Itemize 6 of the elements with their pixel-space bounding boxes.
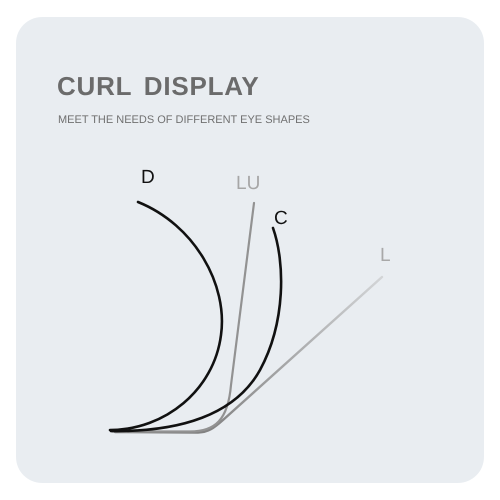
curl-label: D <box>141 168 155 187</box>
curl-label: LU <box>236 174 260 193</box>
curl-label: C <box>274 209 288 228</box>
subtitle: MEET THE NEEDS OF DIFFERENT EYE SHAPES <box>58 115 310 126</box>
curl-label: L <box>380 246 391 265</box>
title: CURL DISPLAY <box>57 73 260 99</box>
